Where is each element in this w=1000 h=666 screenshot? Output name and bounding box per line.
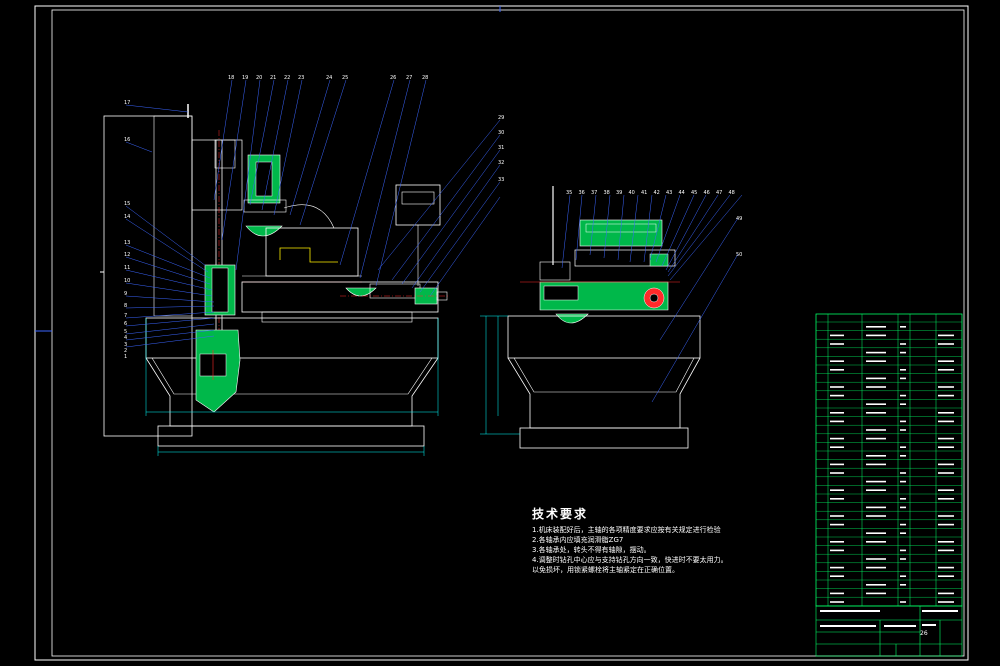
part-label-25: 25 (342, 75, 348, 81)
part-label-37: 37 (591, 190, 597, 196)
front-view (100, 104, 450, 456)
pressure-gauge-box (395, 184, 441, 226)
requirement-line-4: 4.调整时钻孔中心应与支持钻孔方向一致，快进时不要太用力。 (532, 556, 728, 564)
part-label-9: 9 (124, 291, 127, 297)
part-label-15: 15 (124, 201, 130, 207)
outer-border (34, 5, 969, 661)
title-block-marks (820, 610, 958, 627)
part-label-32: 32 (498, 160, 504, 166)
part-label-30: 30 (498, 130, 504, 136)
part-label-1: 1 (124, 354, 127, 360)
part-label-33: 33 (498, 177, 504, 183)
requirement-line-1: 1.机床装配好后，主轴的各项精度要求应按有关规定进行检验 (532, 526, 721, 534)
part-label-21: 21 (270, 75, 276, 81)
part-label-14: 14 (124, 214, 130, 220)
part-label-39: 39 (616, 190, 622, 196)
part-label-12: 12 (124, 252, 130, 258)
part-label-23: 23 (298, 75, 304, 81)
part-label-6: 6 (124, 321, 127, 327)
part-label-10: 10 (124, 278, 130, 284)
title-block (815, 605, 963, 657)
part-label-19: 19 (242, 75, 248, 81)
part-label-31: 31 (498, 145, 504, 151)
parts-list-table (815, 313, 963, 607)
part-label-26: 26 (390, 75, 396, 81)
part-label-11: 11 (124, 265, 130, 271)
part-label-40: 40 (629, 190, 635, 196)
part-label-45: 45 (691, 190, 697, 196)
technical-requirements-title: 技术要求 (532, 507, 589, 521)
part-labels-top: 18 19 20 21 22 23 24 25 26 27 28 29 30 31 32 33 (228, 75, 504, 183)
part-label-22: 22 (284, 75, 290, 81)
part-label-7: 7 (124, 313, 127, 319)
part-label-5: 5 (124, 329, 127, 335)
requirement-line-2: 2.各轴承内应填充润滑脂ZG7 (532, 536, 624, 544)
side-view (480, 186, 701, 449)
machine-column (103, 115, 193, 437)
requirement-line-5: 以免损坏，用锁紧螺栓将主轴紧定在正确位置。 (532, 566, 679, 574)
part-label-35: 35 (566, 190, 572, 196)
part-label-44: 44 (679, 190, 685, 196)
part-label-50: 50 (736, 252, 742, 258)
part-label-8: 8 (124, 303, 127, 309)
part-label-49: 49 (736, 216, 742, 222)
part-label-42: 42 (654, 190, 660, 196)
part-label-47: 47 (716, 190, 722, 196)
part-label-24: 24 (326, 75, 332, 81)
part-label-13: 13 (124, 240, 130, 246)
part-label-46: 46 (704, 190, 710, 196)
part-label-16: 16 (124, 137, 130, 143)
part-label-38: 38 (604, 190, 610, 196)
inner-border (51, 9, 965, 657)
part-label-36: 36 (579, 190, 585, 196)
part-label-48: 48 (729, 190, 735, 196)
leader-lines (125, 79, 743, 403)
part-label-20: 20 (256, 75, 262, 81)
worktable (241, 281, 439, 313)
requirement-line-3: 3.各轴承处，转头不得有轴隙，摆动。 (532, 546, 651, 554)
sheet-number: 26 (920, 630, 928, 637)
machine-base (145, 357, 439, 427)
part-label-41: 41 (641, 190, 647, 196)
technical-requirements: 技术要求 1.机床装配好后，主轴的各项精度要求应按有关规定进行检验 2.各轴承内… (532, 505, 792, 575)
part-labels-view2: 35 36 37 38 39 40 41 42 43 44 45 46 47 48 49 50 (566, 190, 742, 258)
part-label-2: 2 (124, 348, 127, 354)
part-label-27: 27 (406, 75, 412, 81)
part-label-18: 18 (228, 75, 234, 81)
part-label-17: 17 (124, 100, 130, 106)
drill-head (191, 139, 243, 211)
part-label-28: 28 (422, 75, 428, 81)
part-label-3: 3 (124, 342, 127, 348)
part-label-29: 29 (498, 115, 504, 121)
part-label-4: 4 (124, 335, 127, 341)
part-label-43: 43 (666, 190, 672, 196)
